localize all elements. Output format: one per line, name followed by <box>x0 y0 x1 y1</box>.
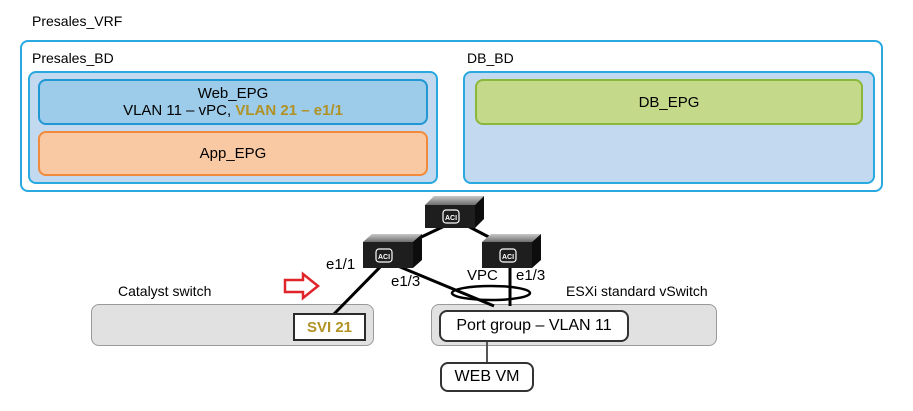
port-label-e1-1: e1/1 <box>326 256 356 273</box>
db-epg-name: DB_EPG <box>638 93 700 111</box>
svi-21-box[interactable]: SVI 21 <box>293 313 366 341</box>
web-epg-vlan-port: VLAN 21 – e1/1 <box>235 102 343 119</box>
db-epg[interactable]: DB_EPG <box>475 79 863 125</box>
leaf-right-switch-icon: ACI <box>482 234 541 268</box>
web-epg-vlan-vpc: VLAN 11 – vPC, <box>123 102 236 119</box>
port-label-right-e1-3: e1/3 <box>516 267 546 284</box>
vpc-bundle <box>450 284 532 302</box>
web-epg[interactable]: Web_EPG VLAN 11 – vPC, VLAN 21 – e1/1 <box>38 79 428 125</box>
presales-bd-label: Presales_BD <box>32 50 114 66</box>
vrf-label: Presales_VRF <box>32 13 123 29</box>
catalyst-label: Catalyst switch <box>118 283 212 299</box>
web-vm-box[interactable]: WEB VM <box>440 362 534 392</box>
web-epg-vlans: VLAN 11 – vPC, VLAN 21 – e1/1 <box>123 102 343 119</box>
app-epg[interactable]: App_EPG <box>38 131 428 176</box>
spine-switch-icon: ACI <box>425 196 484 228</box>
app-epg-name: App_EPG <box>199 145 267 162</box>
esxi-label: ESXi standard vSwitch <box>566 283 708 299</box>
vpc-label: VPC <box>467 267 498 284</box>
link-leaf-left-catalyst <box>332 260 387 316</box>
leaf-right-switch-text: ACI <box>502 254 514 261</box>
port-label-left-e1-3: e1/3 <box>391 273 421 290</box>
web-epg-name: Web_EPG <box>197 85 269 102</box>
leaf-left-switch-icon: ACI <box>363 234 422 268</box>
port-group-box[interactable]: Port group – VLAN 11 <box>439 310 629 342</box>
leaf-left-switch-text: ACI <box>378 254 390 261</box>
db-bd-label: DB_BD <box>467 50 514 66</box>
red-arrow-icon <box>283 271 321 301</box>
spine-switch-text: ACI <box>445 215 457 222</box>
